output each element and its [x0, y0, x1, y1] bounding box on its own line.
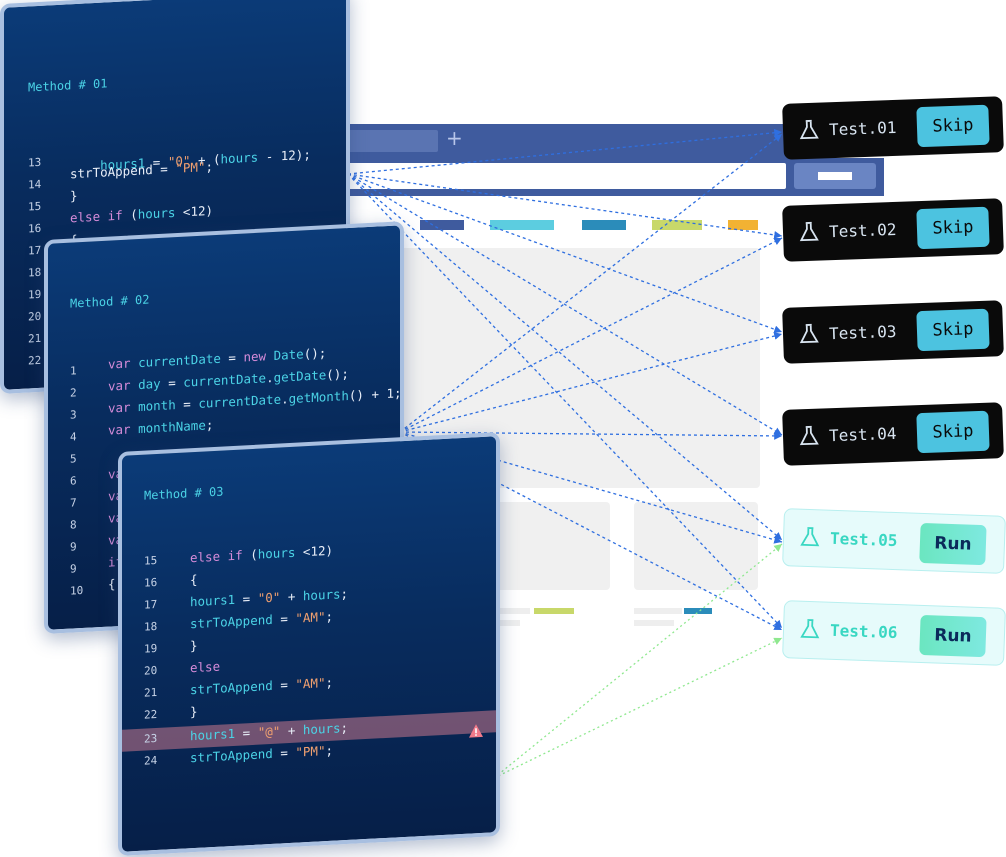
- test-label: Test.01: [828, 117, 897, 140]
- text-placeholder: [634, 608, 682, 614]
- line-number: 19: [144, 641, 158, 656]
- line-number: 8: [70, 518, 77, 532]
- line-number: 22: [144, 707, 158, 722]
- skip-button[interactable]: Skip: [916, 104, 990, 148]
- code-line: {: [190, 571, 198, 588]
- flask-icon: [799, 425, 819, 446]
- skip-button[interactable]: Skip: [916, 410, 990, 454]
- test-card-02: Test.02 Skip: [782, 198, 1004, 262]
- line-number: 3: [70, 408, 77, 422]
- flask-icon: [799, 119, 819, 140]
- address-go-button[interactable]: [794, 163, 876, 189]
- code-line: }: [190, 703, 198, 720]
- line-number: 1: [70, 364, 77, 378]
- flask-icon: [800, 527, 820, 547]
- skip-button[interactable]: Skip: [916, 308, 990, 352]
- new-tab-icon[interactable]: +: [446, 126, 463, 150]
- text-placeholder: [480, 620, 520, 626]
- line-number: 23: [144, 731, 158, 746]
- warning-icon: [469, 724, 483, 738]
- line-number: 24: [144, 753, 158, 768]
- flask-icon: [800, 619, 820, 639]
- panel-title: Method # 03: [144, 484, 224, 503]
- line-number: 18: [144, 619, 158, 634]
- text-placeholder: [534, 608, 574, 614]
- panel-title: Method # 02: [70, 292, 150, 311]
- line-number: 14: [28, 177, 42, 192]
- run-button[interactable]: Run: [919, 522, 987, 566]
- panel-title: Method # 01: [28, 76, 108, 95]
- line-number: 2: [70, 386, 77, 400]
- line-number: 16: [28, 221, 42, 236]
- code-line: else if (hours <12): [190, 542, 334, 566]
- color-swatch: [420, 220, 464, 230]
- color-swatch: [490, 220, 554, 230]
- line-number: 6: [70, 474, 77, 488]
- code-line: }: [70, 187, 78, 204]
- skip-button[interactable]: Skip: [916, 206, 990, 250]
- line-number: 17: [144, 597, 158, 612]
- flask-icon: [799, 221, 819, 242]
- code-line: }: [190, 637, 198, 654]
- code-line: else: [190, 658, 221, 676]
- color-swatch: [582, 220, 626, 230]
- run-button[interactable]: Run: [919, 614, 987, 658]
- line-number: 20: [144, 663, 158, 678]
- color-swatch: [652, 220, 702, 230]
- content-card: [480, 502, 610, 590]
- color-swatch: [728, 220, 758, 230]
- test-card-01: Test.01 Skip: [782, 96, 1004, 160]
- text-placeholder: [480, 608, 530, 614]
- test-card-03: Test.03 Skip: [782, 300, 1004, 364]
- line-number: 10: [70, 583, 84, 598]
- flask-icon: [799, 323, 819, 344]
- test-card-05: Test.05 Run: [782, 508, 1006, 574]
- test-label: Test.02: [828, 219, 897, 242]
- line-number: 9: [70, 540, 77, 554]
- line-number: 5: [70, 452, 77, 466]
- line-number: 15: [144, 553, 158, 568]
- line-number: 9: [70, 562, 77, 576]
- line-number: 21: [28, 331, 42, 346]
- code-line: var monthName;: [108, 417, 214, 438]
- line-number: 19: [28, 287, 42, 302]
- line-number: 17: [28, 243, 42, 258]
- test-label: Test.06: [829, 620, 898, 643]
- code-line: hours1 = "0" + hours;: [190, 585, 349, 610]
- line-number: 4: [70, 430, 77, 444]
- text-placeholder: [684, 608, 712, 614]
- test-label: Test.03: [828, 321, 897, 344]
- test-card-06: Test.06 Run: [782, 600, 1006, 666]
- line-number: 18: [28, 265, 42, 280]
- code-panel-method-03: Method # 03 15 else if (hours <12) 16 { …: [118, 431, 500, 856]
- code-line: strToAppend = "AM";: [190, 608, 334, 632]
- code-line: {: [108, 576, 116, 592]
- line-number: 21: [144, 685, 158, 700]
- line-number: 13: [28, 155, 42, 170]
- line-number: 15: [28, 199, 42, 214]
- code-line: strToAppend = "AM";: [190, 674, 334, 698]
- code-line: var currentDate = new Date();: [108, 345, 327, 372]
- line-number: 16: [144, 575, 158, 590]
- test-label: Test.04: [828, 423, 897, 446]
- line-number: 20: [28, 309, 42, 324]
- browser-tab[interactable]: [338, 130, 438, 152]
- test-card-04: Test.04 Skip: [782, 402, 1004, 466]
- line-number: 7: [70, 496, 77, 510]
- line-number: 22: [28, 353, 42, 368]
- text-placeholder: [634, 620, 674, 626]
- test-label: Test.05: [829, 528, 898, 551]
- code-line: else if (hours <12): [70, 202, 214, 226]
